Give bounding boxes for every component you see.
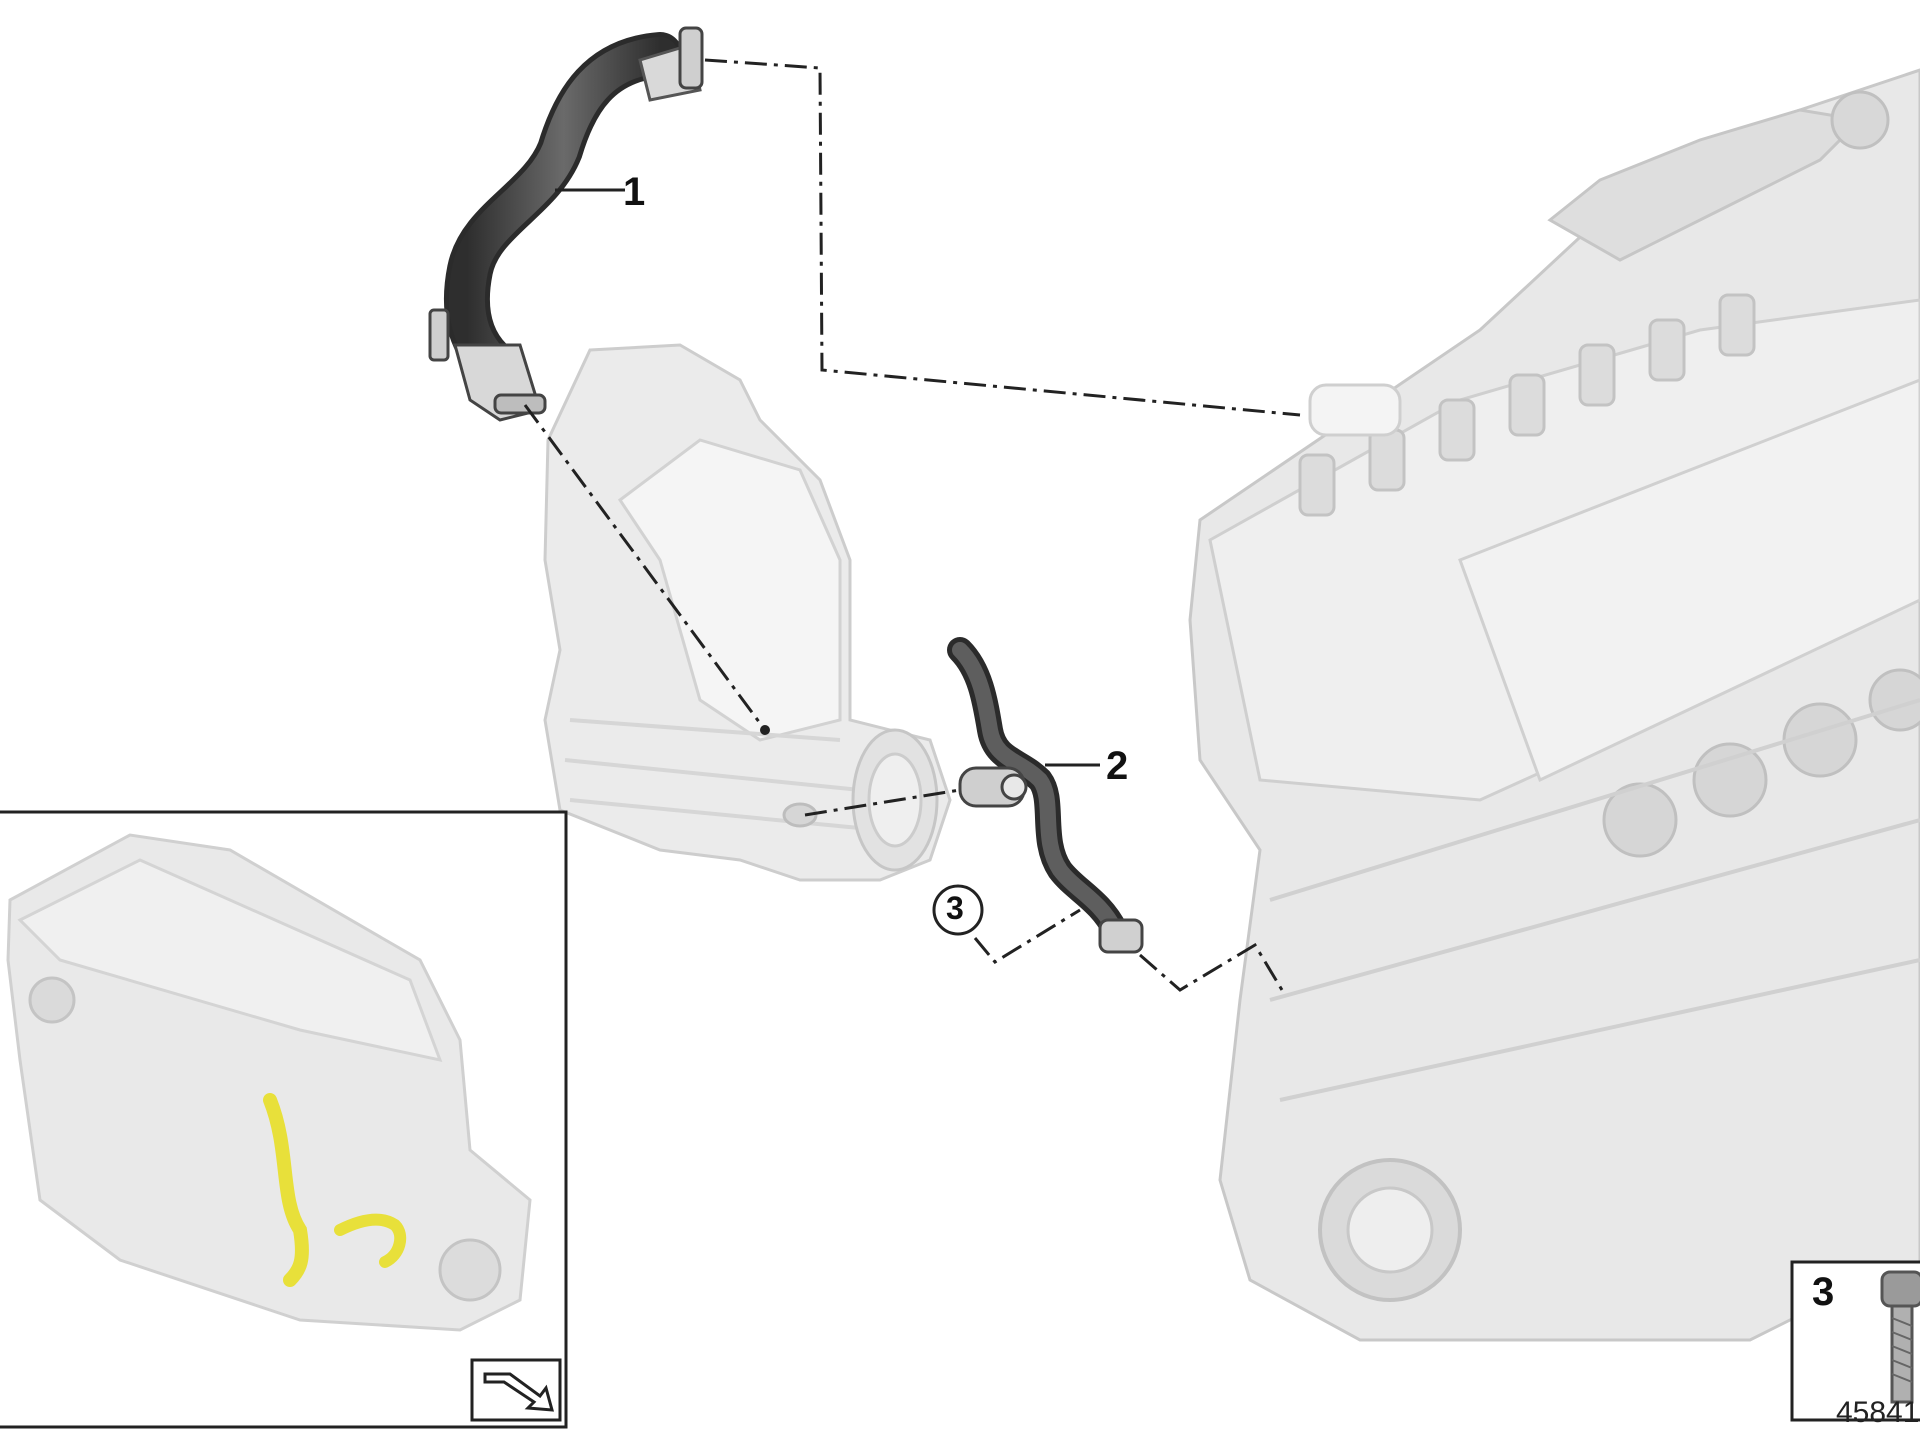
overview-inset	[0, 810, 568, 1429]
callout-3: 3	[946, 890, 964, 926]
intake-duct	[543, 343, 952, 882]
vent-pipe	[947, 637, 1144, 954]
callout-3-circle	[932, 884, 984, 936]
view-direction-arrow-icon	[470, 1358, 562, 1422]
leader-lines	[523, 58, 1301, 996]
bolt-icon	[1880, 1270, 1920, 1404]
engine-vent-port	[1308, 383, 1402, 437]
highlight-pipe	[334, 1213, 407, 1268]
highlight-hose	[263, 1093, 309, 1287]
vent-hose	[428, 26, 704, 422]
figure-number: 45841	[1836, 1396, 1920, 1429]
legend-part-3	[1790, 1260, 1920, 1422]
legend-3-label: 3	[1812, 1270, 1835, 1314]
callout-2: 2	[1106, 744, 1129, 788]
callout-1: 1	[623, 170, 646, 214]
engine-block	[1188, 68, 1920, 1342]
leader-dot	[760, 725, 770, 735]
